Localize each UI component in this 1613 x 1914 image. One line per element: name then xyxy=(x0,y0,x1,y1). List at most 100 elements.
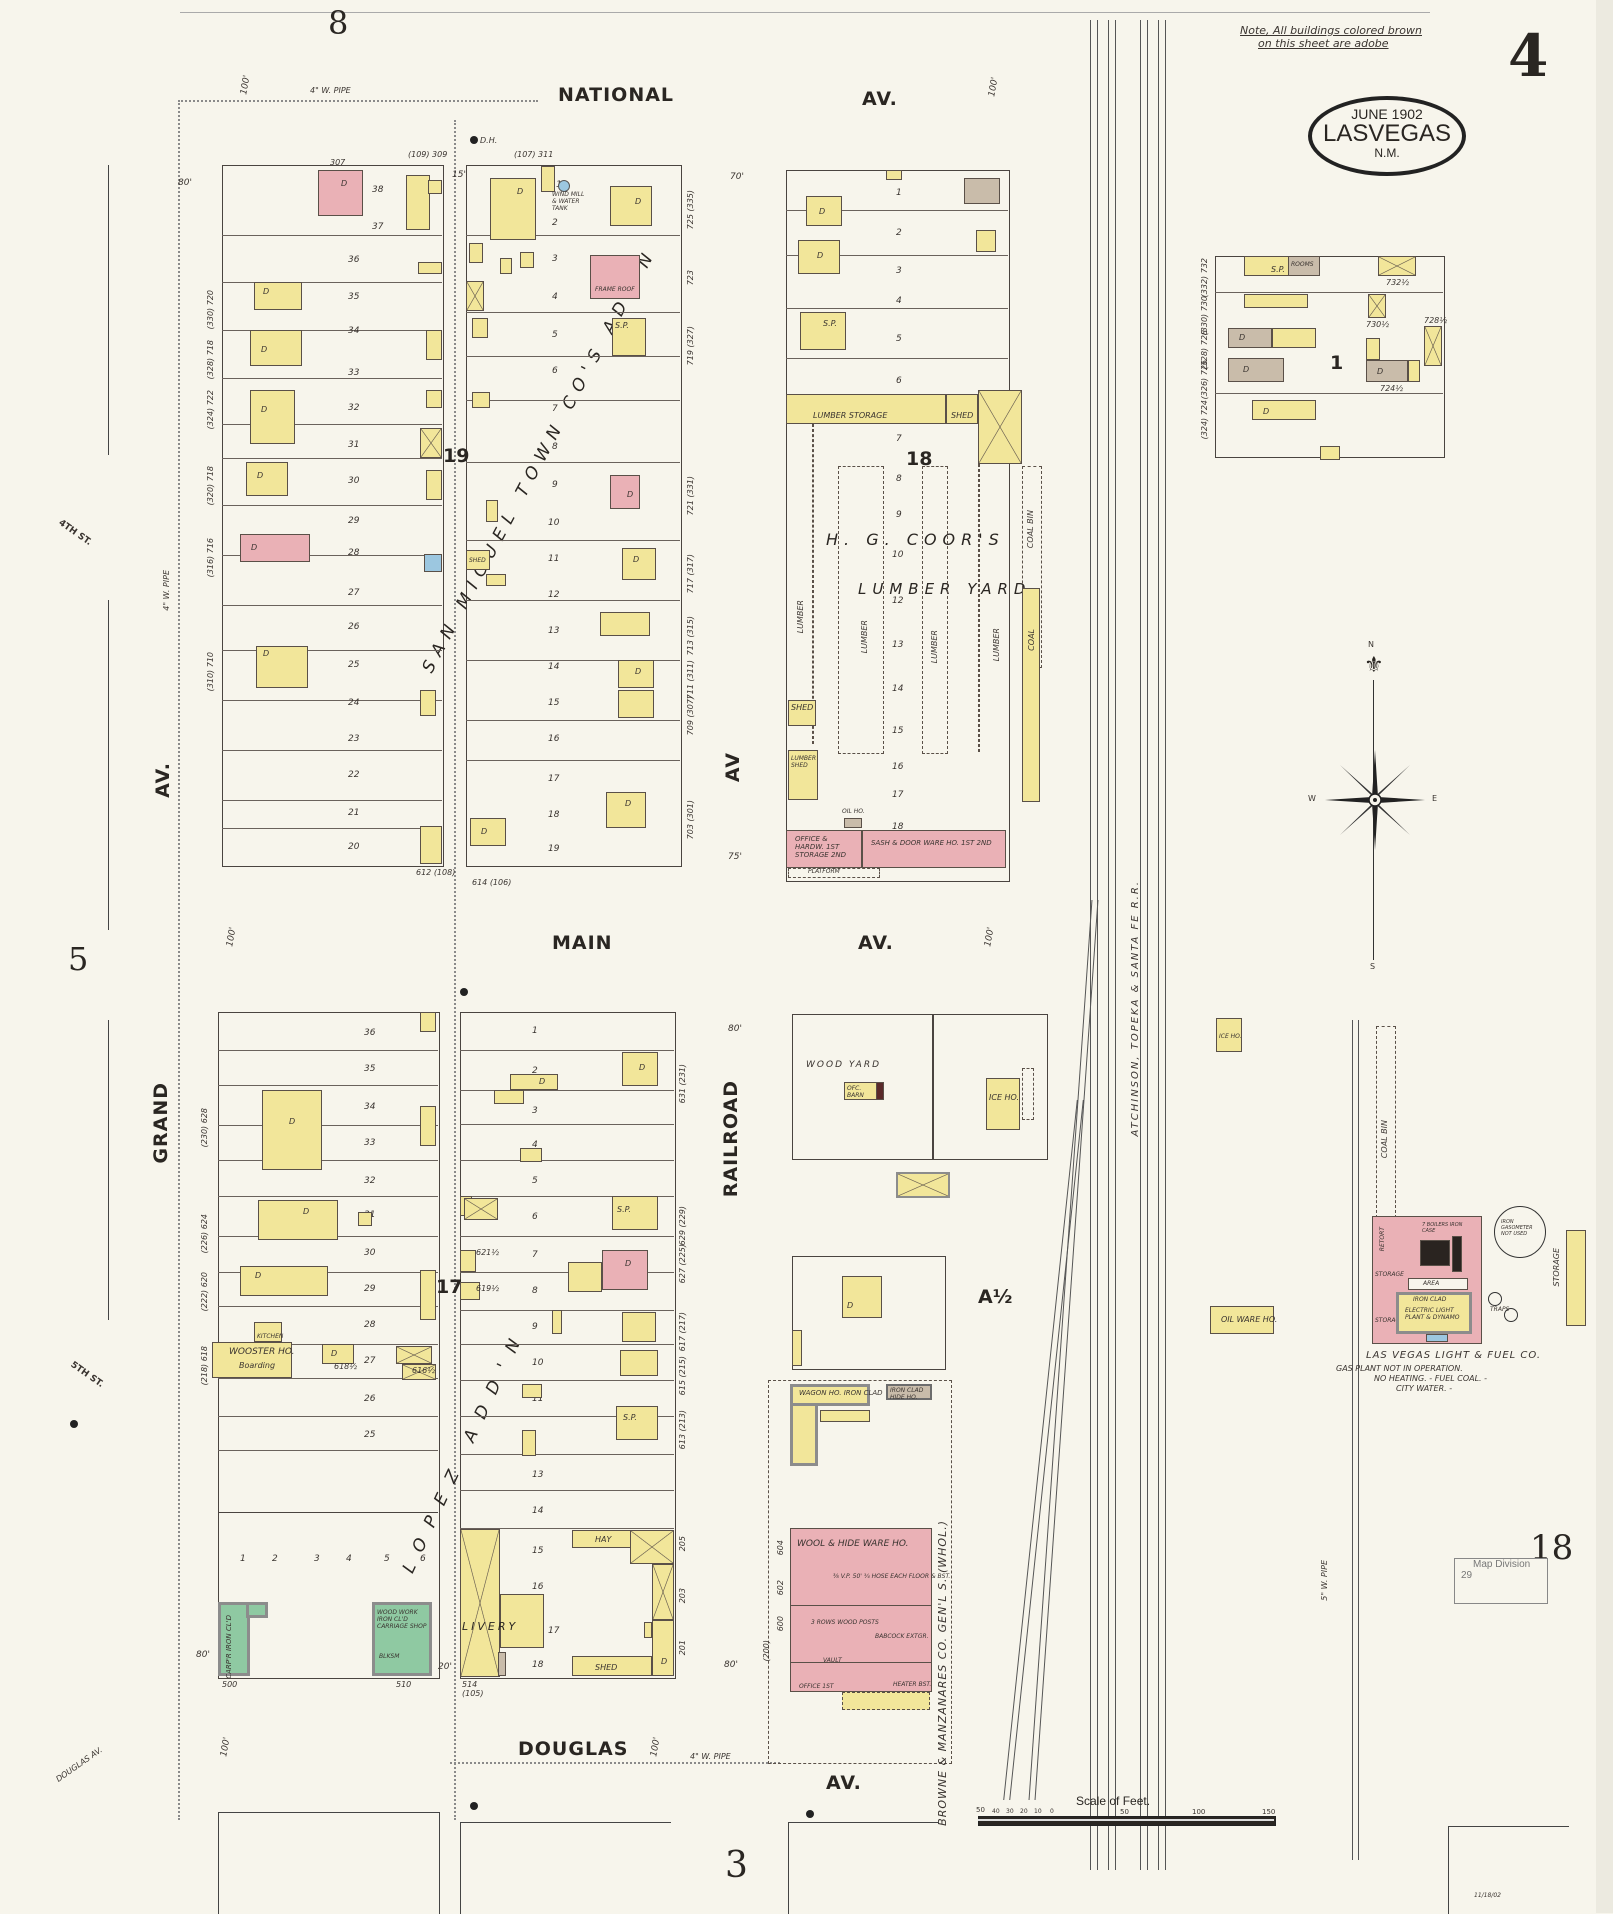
block-ice-house xyxy=(932,1014,1048,1160)
lot-number: 38 xyxy=(372,185,384,195)
floor-line xyxy=(790,1662,932,1663)
street-railroad-av: AV xyxy=(722,752,744,783)
scale-tick: 150 xyxy=(1262,1808,1276,1816)
width-100-main-e: 100' xyxy=(983,926,997,948)
lot-line xyxy=(222,700,442,701)
lot-number: 32 xyxy=(364,1176,376,1186)
office-barn: OFC. BARN xyxy=(844,1082,880,1100)
lot-line xyxy=(460,1196,674,1197)
frame-dwelling: D xyxy=(610,186,652,226)
water-pipe-alley xyxy=(454,120,456,1820)
frame-dwelling: S.P. xyxy=(1244,256,1294,276)
pipe-label-douglas: 4" W. PIPE xyxy=(690,1752,731,1761)
lot-line xyxy=(218,1160,438,1161)
area-open: AREA xyxy=(1408,1278,1468,1290)
lot-number: 13 xyxy=(548,626,560,636)
carriage-shop: WOOD WORK IRON CL'D CARRIAGE SHOP BLKSM xyxy=(372,1602,432,1676)
address: 719 (327) xyxy=(686,326,695,366)
lot-number: 18 xyxy=(892,822,904,832)
frame-dwelling: D xyxy=(622,548,656,580)
lot-line xyxy=(466,600,680,601)
width-80-grand: 80' xyxy=(178,178,192,188)
width-70-railroad: 70' xyxy=(730,172,744,182)
west-block-outline-mid xyxy=(48,600,109,930)
frame-outbuilding xyxy=(500,258,512,274)
lumber-pile xyxy=(812,424,814,744)
water-pipe-grand xyxy=(178,100,180,1820)
frame-outbuilding xyxy=(469,243,483,263)
lot-number: 36 xyxy=(348,255,360,265)
vacant-frame-building xyxy=(1424,326,1442,366)
adjacent-sheet-left: 5 xyxy=(68,940,89,978)
coal-shed: COAL xyxy=(1022,588,1040,802)
shed: SHED xyxy=(946,394,978,424)
adobe-dwelling: D xyxy=(1228,358,1284,382)
lumber-pile xyxy=(922,466,948,754)
frame-outbuilding xyxy=(520,252,534,268)
lot-line xyxy=(218,1416,438,1417)
light-fuel-co-name: LAS VEGAS LIGHT & FUEL CO. xyxy=(1366,1350,1542,1361)
lot-number: 2 xyxy=(272,1554,278,1564)
railroad-track xyxy=(1140,20,1148,1870)
lot-number: 22 xyxy=(348,770,360,780)
frame-dwelling: D xyxy=(246,462,288,496)
vacant-frame-building xyxy=(466,281,484,311)
traps-label: TRAPS xyxy=(1490,1306,1510,1313)
lot-number: 18 xyxy=(548,810,560,820)
adobe-dwelling: D xyxy=(1366,360,1408,382)
lot-number: 33 xyxy=(364,1138,376,1148)
lot-line xyxy=(460,1490,674,1491)
vacant-frame-building xyxy=(402,1364,436,1380)
vacant-frame-building xyxy=(630,1530,674,1564)
frame-shed: SHED xyxy=(466,550,490,570)
lot-number: 2 xyxy=(532,1066,538,1076)
scale-tick: 20 xyxy=(1020,1808,1028,1815)
oil-house xyxy=(844,818,862,828)
width-15-alley: 15' xyxy=(452,170,466,180)
frame-dwelling-cross: D xyxy=(262,1090,322,1170)
scale-bar-inner xyxy=(978,1819,1274,1821)
address: (107) 311 xyxy=(514,150,554,159)
lot-number: 5 xyxy=(384,1554,390,1564)
lot-line xyxy=(786,358,1008,359)
lot-number: 3 xyxy=(552,254,558,264)
sash-door-warehouse: SASH & DOOR WARE HO. 1ST 2ND xyxy=(862,830,1006,868)
address: (310) 710 xyxy=(206,652,215,692)
lot-line xyxy=(222,750,442,751)
lot-line xyxy=(460,1528,674,1529)
vacant-frame-building xyxy=(396,1346,432,1364)
frame-outbuilding xyxy=(426,470,442,500)
block-18 xyxy=(786,170,1010,882)
lot-number: 8 xyxy=(532,1286,538,1296)
lot-number: 26 xyxy=(364,1394,376,1404)
width-100-national-w: 100' xyxy=(239,74,253,96)
width-75: 75' xyxy=(728,852,742,862)
adobe-dwelling: D xyxy=(1228,328,1272,348)
pipe-label-east: 5" W. PIPE xyxy=(1320,1560,1329,1601)
address: (316) 716 xyxy=(206,538,215,578)
lot-number: 14 xyxy=(892,684,904,694)
lot-number: 20 xyxy=(348,842,360,852)
lot-number: 34 xyxy=(348,326,360,336)
address: 723 xyxy=(686,270,695,286)
lot-number: 29 xyxy=(348,516,360,526)
boilers-label: 7 BOILERS IRON CASE xyxy=(1422,1222,1463,1234)
fleur-de-lis-icon: ⚜ xyxy=(1364,652,1384,677)
top-border-line xyxy=(180,12,1430,13)
vacant-frame-building xyxy=(652,1564,674,1620)
carriage-house xyxy=(498,1652,506,1676)
frame-dwelling: D xyxy=(250,390,295,444)
lot-line xyxy=(222,330,442,331)
cartouche-city: LASVEGAS xyxy=(1322,120,1452,147)
west-block-outline-bottom xyxy=(48,1020,109,1320)
frame-dwelling xyxy=(618,690,654,718)
lot-line xyxy=(786,210,1008,211)
lot-line xyxy=(222,282,442,283)
lot-line xyxy=(222,424,442,425)
street-main: MAIN xyxy=(552,932,613,954)
frame-building xyxy=(1366,338,1380,360)
lumber-storage: LUMBER STORAGE xyxy=(786,394,946,424)
frame-dwelling: D xyxy=(490,178,536,240)
lot-number: 30 xyxy=(348,476,360,486)
lumber-yard-label: LUMBER YARD xyxy=(858,580,1032,598)
